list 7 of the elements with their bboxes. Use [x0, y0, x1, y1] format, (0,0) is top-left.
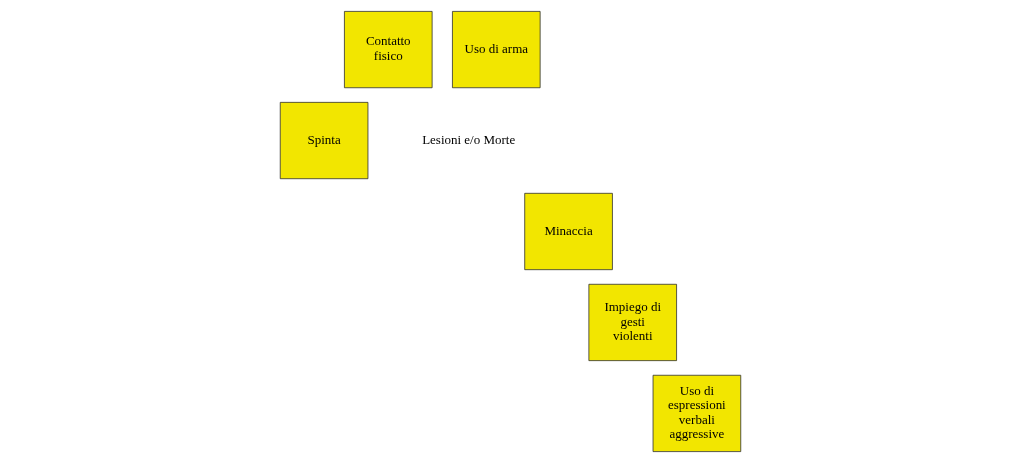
node-box: Uso di espressioni verbali aggressive	[652, 374, 742, 452]
node-box: Impiego di gesti violenti	[588, 283, 677, 362]
node-box: Uso di arma	[452, 11, 541, 89]
node-box: Contatto fisico	[344, 11, 433, 89]
node-box: Spinta	[279, 101, 369, 180]
label: Lesioni e/o Morte	[422, 131, 516, 147]
node-box: Minaccia	[524, 192, 613, 271]
